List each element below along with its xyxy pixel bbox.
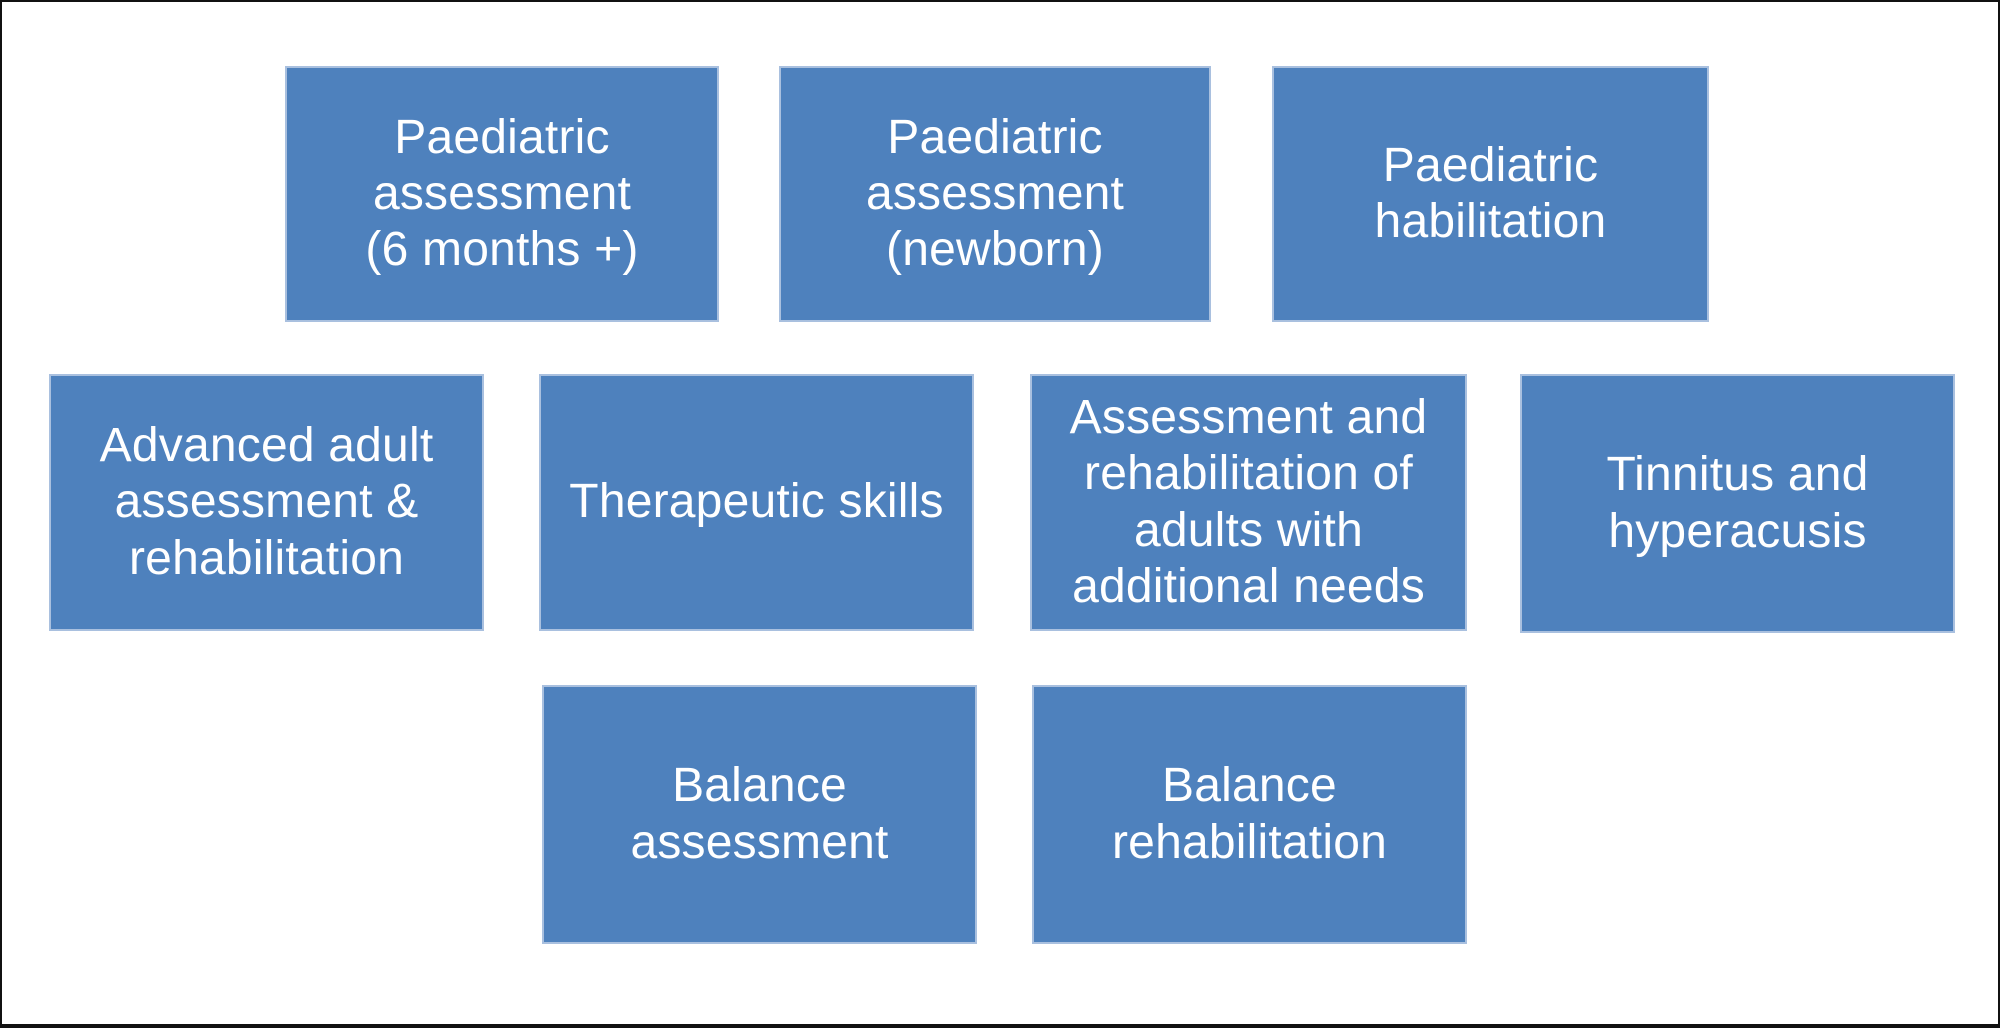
shape-paediatric-habilitation: Paediatric habilitation	[1272, 66, 1709, 322]
shape-paediatric-assessment-newborn: Paediatric assessment (newborn)	[779, 66, 1211, 322]
shape-tinnitus-and-hyperacusis: Tinnitus and hyperacusis	[1520, 374, 1955, 633]
shape-paediatric-assessment-6-months-plus: Paediatric assessment (6 months +)	[285, 66, 719, 322]
shape-therapeutic-skills: Therapeutic skills	[539, 374, 974, 631]
shape-balance-rehabilitation: Balance rehabilitation	[1032, 685, 1467, 944]
shape-balance-assessment: Balance assessment	[542, 685, 977, 944]
shape-advanced-adult-assessment-rehabilitation: Advanced adult assessment & rehabilitati…	[49, 374, 484, 631]
shape-assessment-rehabilitation-adults-additional-needs: Assessment and rehabilitation of adults …	[1030, 374, 1467, 631]
